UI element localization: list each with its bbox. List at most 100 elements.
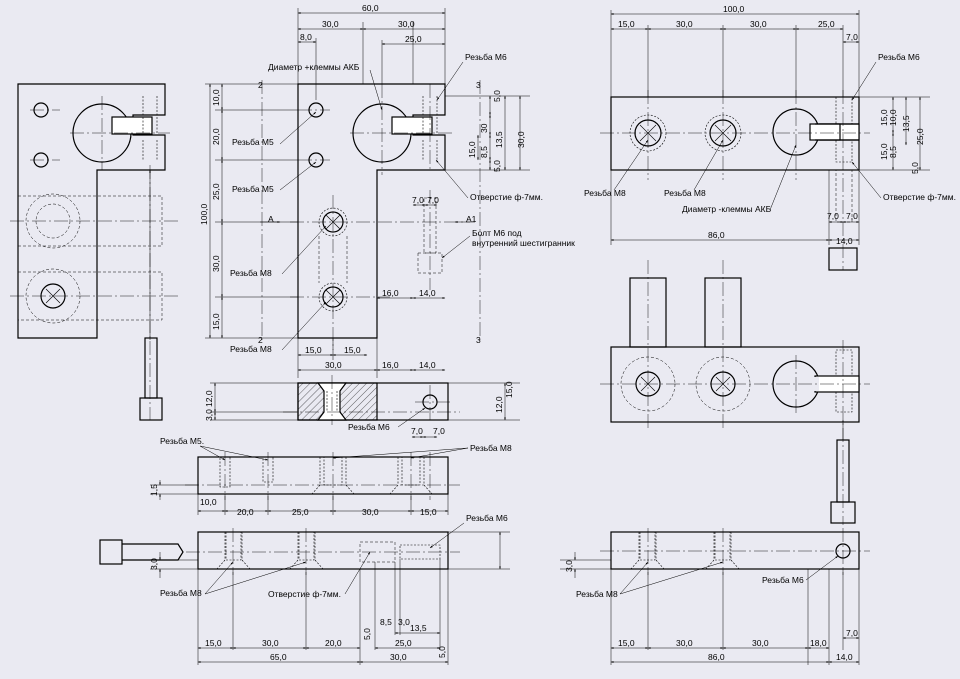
dim-20-top: 20,0 [237,507,254,517]
dim-30-bot-b: 30,0 [390,652,407,662]
dim-14-b: 14,0 [419,360,436,370]
dim-7-a: 7,0 [412,195,424,205]
section-mark-a: А [268,214,274,224]
dim-86-rb: 86,0 [708,652,725,662]
dim-15-top: 15,0 [420,507,437,517]
label-m8-top: Резьба М8 [470,443,512,453]
left-view [10,83,180,421]
label-m6-right-bot: Резьба М6 [762,575,804,585]
dim-60: 60,0 [362,3,379,13]
dim-10-v-r: 10,0 [888,109,898,126]
dim-30-b: 30,0 [398,19,415,29]
dim-3-bottom: 3,0 [149,558,159,570]
label-m8-right-bot: Резьба М8 [576,589,618,599]
section-mark-a1: А1 [466,214,477,224]
dim-3-bot: 3,0 [398,617,410,627]
dim-15-b-b: 15,0 [344,345,361,355]
label-diam-minus: Диаметр -клеммы АКБ [682,204,772,214]
dim-15-v-r2: 15,0 [504,381,514,398]
dim-30-v-r: 30,0 [516,131,526,148]
dim-86-r: 86,0 [708,230,725,240]
dim-30-top: 30,0 [362,507,379,517]
section-mark-2-top: 2 [258,80,263,90]
dim-16: 16,0 [382,288,399,298]
dim-7-sec-b: 7,0 [433,426,445,436]
dim-15-r: 15,0 [618,19,635,29]
dim-25-bot: 25,0 [395,638,412,648]
section-mark-2-bottom: 2 [258,335,263,345]
dim-5-v-a: 5,0 [492,90,502,102]
dim-30-rb-b: 30,0 [752,638,769,648]
dim-15-v-r4: 15,0 [879,143,889,160]
right-top-view: 100,0 15,0 30,0 30,0 25,0 7,0 25,0 13,5 … [584,4,956,271]
dim-14-r: 14,0 [836,236,853,246]
dim-7-r: 7,0 [846,32,858,42]
dim-25-r: 25,0 [818,19,835,29]
label-hole-bottom: Отверстие ф-7мм. [268,589,341,599]
label-m8-b: Резьба М8 [230,344,272,354]
dim-10-top: 10,0 [200,497,217,507]
dim-30-r-b: 30,0 [750,19,767,29]
dim-30-bottom: 30,0 [325,360,342,370]
dim-7-sec-a: 7,0 [411,426,423,436]
dim-8-5-v: 8,5 [479,146,489,158]
label-bolt-line1: Болт М6 под [472,228,522,238]
dim-15-bot-a: 15,0 [205,638,222,648]
dim-100-v: 100,0 [199,203,209,225]
dim-7-b: 7,0 [427,195,439,205]
label-m6-sec: Резьба М6 [348,422,390,432]
dim-13-5-v-r: 13,5 [901,115,911,132]
dim-5-v-b: 5,0 [492,160,502,172]
section-view: 12,0 3,0 12,0 15,0 Резьба М6 [204,375,520,432]
dim-5-bot-a: 5,0 [362,628,372,640]
dim-7-rb: 7,0 [846,628,858,638]
dim-30-r-a: 30,0 [676,19,693,29]
dim-16-b: 16,0 [382,360,399,370]
label-m5-b: Резьба М5 [232,184,274,194]
dim-15-v-r3: 15,0 [879,109,889,126]
dim-5-bot-b: 5,0 [437,646,447,658]
bottom-left-view: 3,0 Резьба М8 Отверстие ф-7мм. Резьба М6… [99,513,510,665]
label-m8-right-a: Резьба М8 [584,188,626,198]
dim-14: 14,0 [419,288,436,298]
dim-25-v-r: 25,0 [915,128,925,145]
top-view: Резьба М5. Резьба М8 7,0 7,0 1,5 10,0 20… [149,426,512,517]
dim-30-bot: 30,0 [262,638,279,648]
dim-12-v-r: 12,0 [494,396,504,413]
dim-15-b-a: 15,0 [305,345,322,355]
dim-30-small: 30 [479,123,489,133]
dim-3-v: 3,0 [204,409,214,421]
dim-25-top: 25,0 [292,507,309,517]
label-m8-bottom: Резьба М8 [160,588,202,598]
dim-7-r-b: 7,0 [846,211,858,221]
label-m8-right-b: Резьба М8 [664,188,706,198]
label-diam-plus: Диаметр +клеммы АКБ [268,62,360,72]
section-mark-3-bottom: 3 [476,335,481,345]
right-middle-view [600,260,870,525]
dim-12-v: 12,0 [204,390,214,407]
dim-8-5-bot: 8,5 [380,617,392,627]
dim-65: 65,0 [270,652,287,662]
label-hole-right: Отверстие ф-7мм. [883,192,956,202]
dim-8: 8,0 [300,32,312,42]
label-m8-a: Резьба М8 [230,268,272,278]
dim-100-r: 100,0 [723,4,745,14]
dim-13-5-v: 13,5 [494,131,504,148]
dim-30-rb-a: 30,0 [676,638,693,648]
dim-8-5-v-r: 8,5 [888,146,898,158]
label-m6-bottom: Резьба М6 [466,513,508,523]
main-front-view: 2 2 3 3 А А1 60,0 30,0 30,0 25,0 8,0 [199,3,575,378]
dim-15-rb: 15,0 [618,638,635,648]
dim-30-v: 30,0 [211,255,221,272]
dim-25: 25,0 [405,34,422,44]
dim-10-v: 10,0 [211,89,221,106]
label-hole-main: Отверстие ф-7мм. [470,192,543,202]
dim-30-a: 30,0 [322,19,339,29]
dim-20-v: 20,0 [211,128,221,145]
label-bolt-line2: внутренний шестигранник [472,238,575,248]
section-mark-3-top: 3 [476,80,481,90]
dim-18: 18,0 [810,638,827,648]
dim-20-bot: 20,0 [325,638,342,648]
